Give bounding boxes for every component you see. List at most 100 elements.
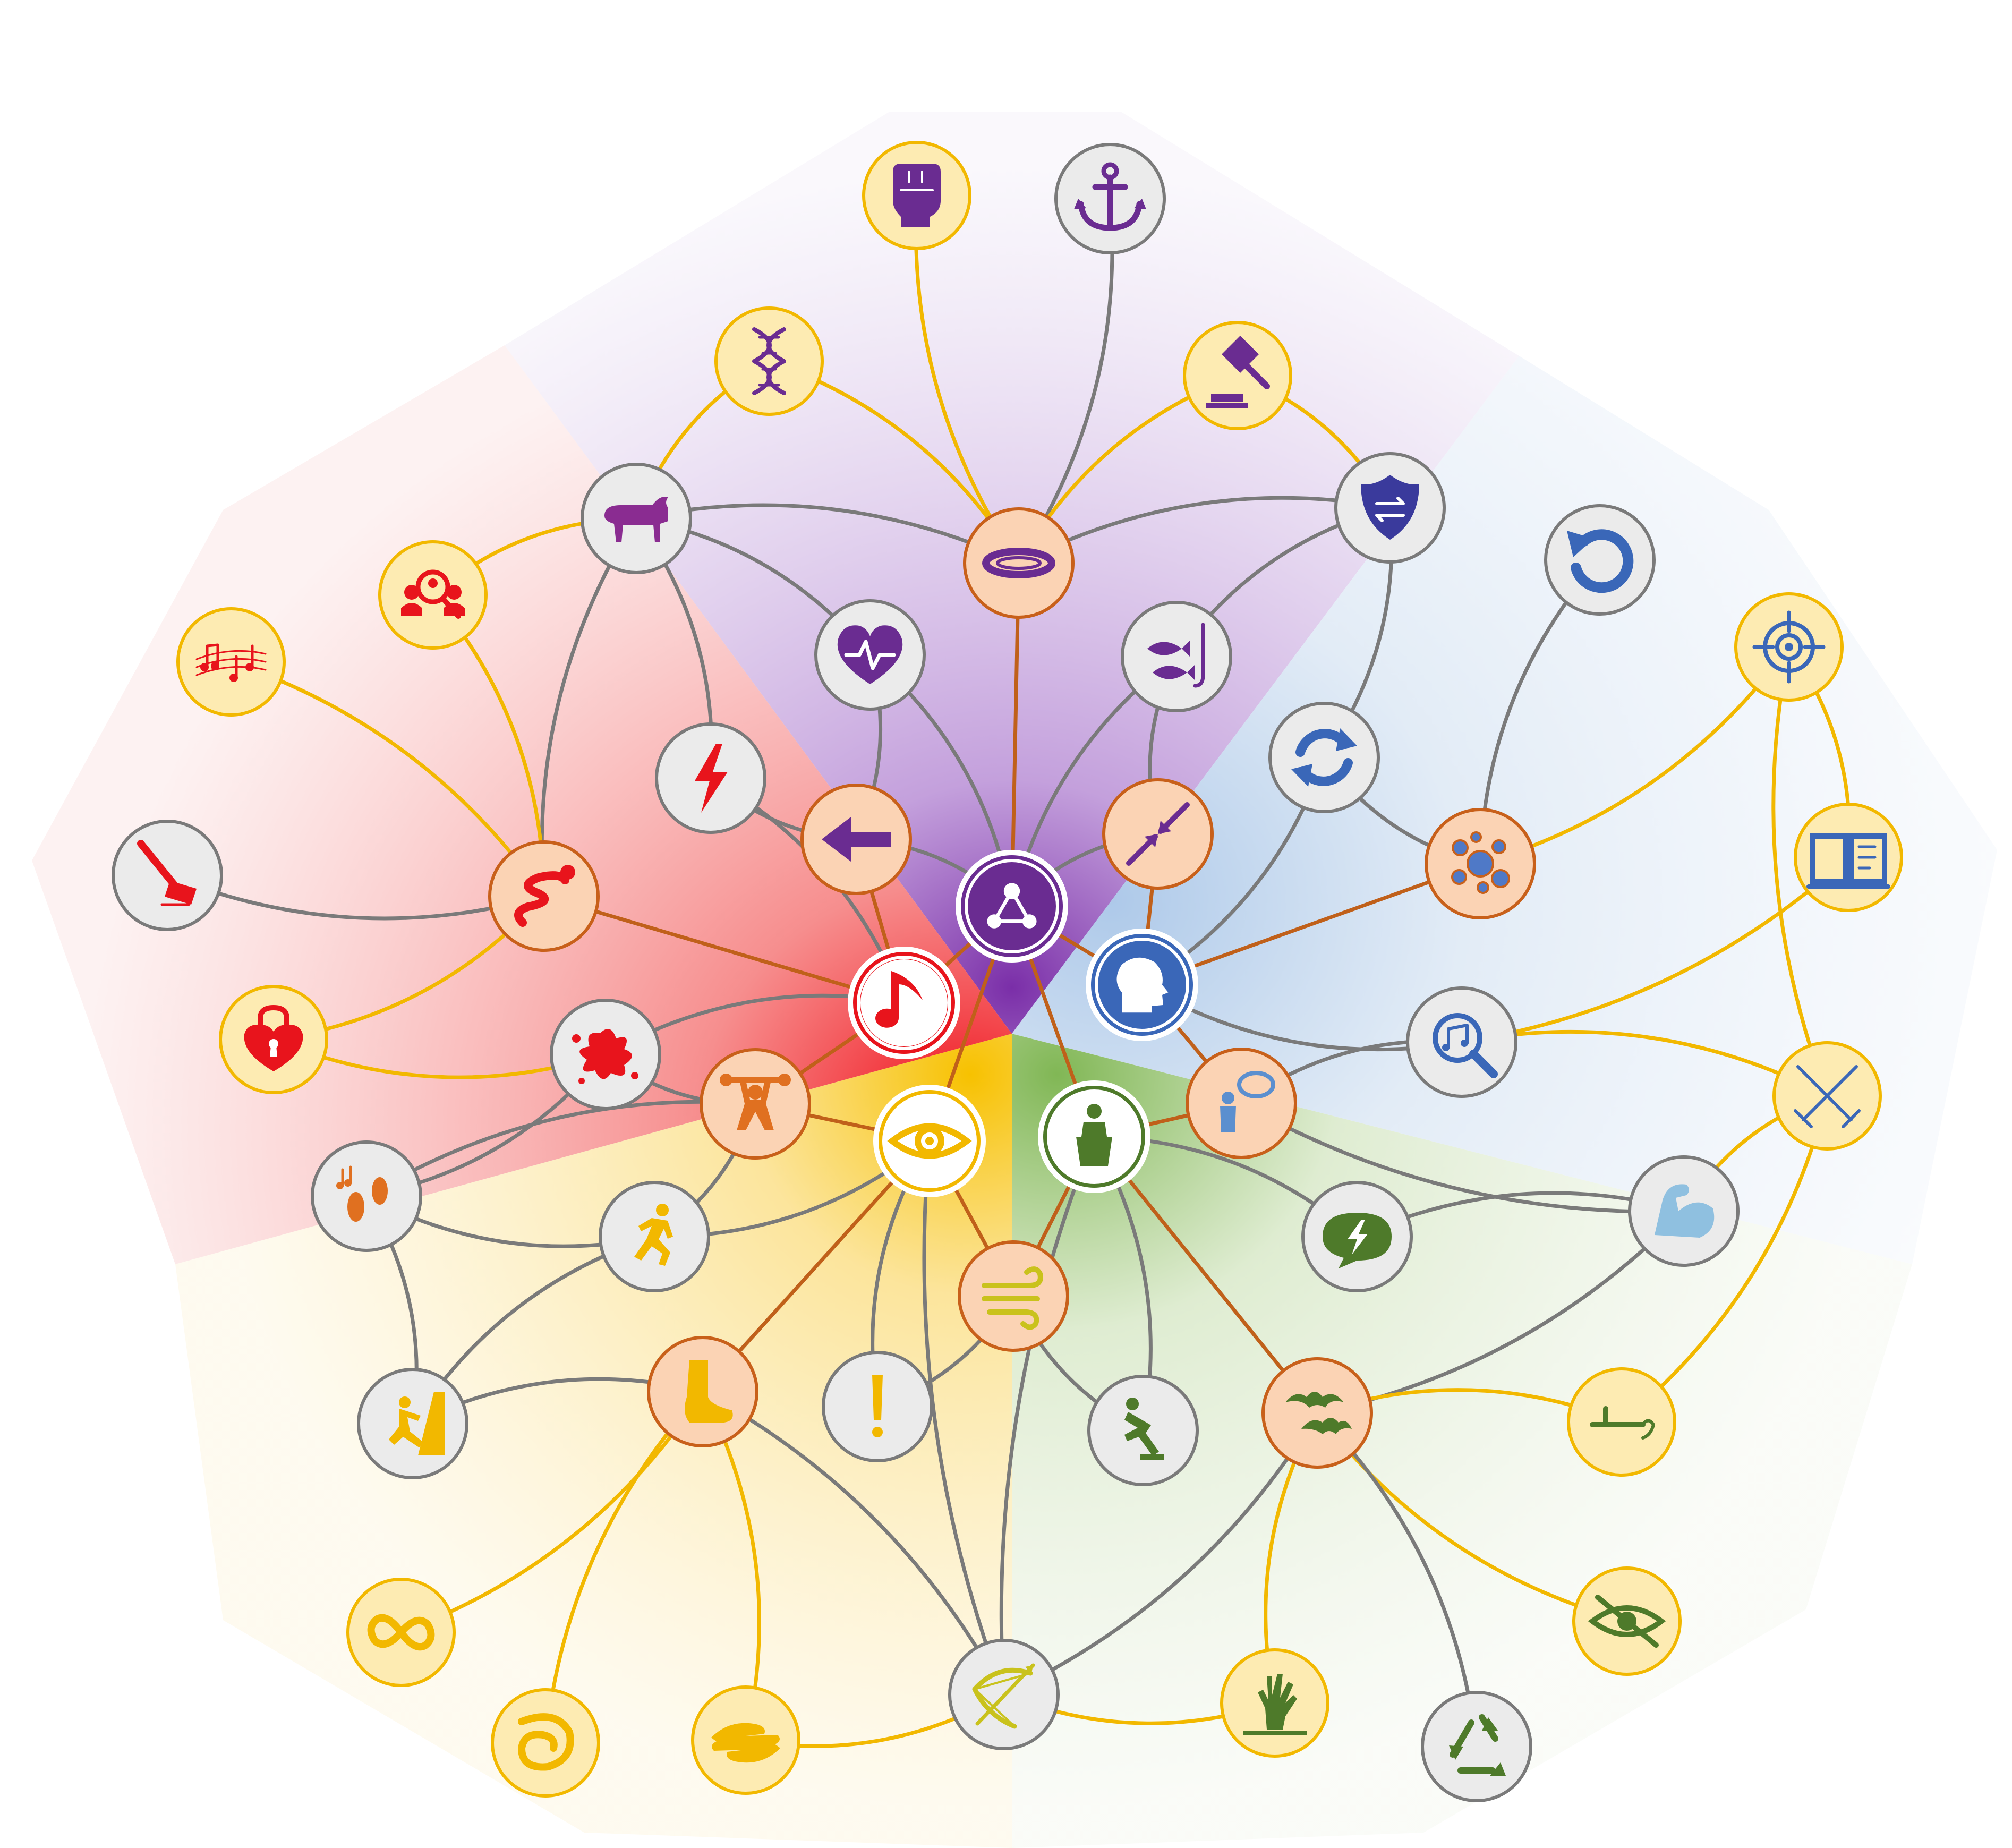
node-compress[interactable] xyxy=(1102,778,1214,890)
link-podium-core-bow xyxy=(999,1135,1096,1697)
recycle-icon xyxy=(1449,1714,1506,1776)
caring-hands-icon xyxy=(711,1723,780,1763)
node-snake[interactable] xyxy=(488,840,600,952)
node-splat[interactable] xyxy=(550,999,661,1110)
zombie-hand-icon xyxy=(1243,1674,1307,1735)
node-bats[interactable] xyxy=(1261,1357,1373,1469)
node-crowd-search[interactable] xyxy=(378,540,488,650)
node-anchor[interactable] xyxy=(1054,143,1166,254)
music-search-icon xyxy=(1433,1013,1498,1078)
node-foot[interactable] xyxy=(647,1336,758,1447)
halo-ring-icon xyxy=(982,548,1055,578)
link-halo-bull xyxy=(634,503,1021,565)
node-mind-core[interactable] xyxy=(1086,929,1198,1041)
speech-bolt-icon xyxy=(1323,1213,1392,1268)
node-slip[interactable] xyxy=(1087,1375,1199,1486)
node-hammer[interactable] xyxy=(112,820,223,931)
node-refresh-disc xyxy=(1268,702,1380,813)
node-bull[interactable] xyxy=(581,463,692,574)
node-recycle[interactable] xyxy=(1421,1691,1532,1802)
node-infinity[interactable] xyxy=(346,1578,456,1687)
node-swords[interactable] xyxy=(1772,1041,1882,1151)
node-dna[interactable] xyxy=(714,306,824,416)
node-halo[interactable] xyxy=(963,507,1075,619)
node-target[interactable] xyxy=(1734,592,1844,702)
heart-lock-icon xyxy=(244,1005,303,1071)
node-eye-core[interactable] xyxy=(873,1085,986,1197)
wind-icon xyxy=(982,1266,1043,1330)
node-heart-beat[interactable] xyxy=(814,599,926,711)
link-cells-target xyxy=(1478,645,1791,866)
refresh-icon xyxy=(1291,728,1357,787)
node-dance-steps[interactable] xyxy=(311,1140,422,1252)
sector-layer xyxy=(32,112,1997,1848)
node-podium-core[interactable] xyxy=(1038,1080,1150,1193)
node-exclaim[interactable] xyxy=(822,1351,933,1462)
lightning-icon xyxy=(695,744,728,813)
cells-icon xyxy=(1451,831,1510,894)
eye-icon xyxy=(887,1123,972,1159)
node-refresh[interactable] xyxy=(1268,702,1380,813)
node-book[interactable] xyxy=(1794,803,1903,912)
sector-blue xyxy=(1012,356,1997,1264)
node-speech-bolt[interactable] xyxy=(1301,1181,1413,1292)
node-flex-arm[interactable] xyxy=(1628,1155,1740,1267)
node-hands[interactable] xyxy=(691,1685,800,1795)
node-runner[interactable] xyxy=(599,1181,710,1292)
node-recycle-disc xyxy=(1421,1691,1532,1802)
node-lightning[interactable] xyxy=(655,722,766,834)
node-zombie[interactable] xyxy=(1220,1648,1329,1758)
node-arrow-left[interactable] xyxy=(800,784,912,895)
node-climber[interactable] xyxy=(357,1368,468,1479)
node-speaker-person[interactable] xyxy=(1186,1048,1297,1159)
node-center-disc xyxy=(961,855,1063,957)
node-fist[interactable] xyxy=(862,141,971,250)
climber-icon xyxy=(389,1392,445,1455)
arrow-left-icon xyxy=(822,817,891,862)
node-music-staff[interactable] xyxy=(176,607,286,717)
node-music-core[interactable] xyxy=(848,947,960,1059)
network-people-icon xyxy=(987,883,1037,929)
foot-icon xyxy=(685,1360,733,1423)
node-wind[interactable] xyxy=(958,1240,1069,1352)
node-climber-disc xyxy=(357,1368,468,1479)
node-swirl-disc xyxy=(491,1688,600,1798)
exclamation-icon xyxy=(872,1375,883,1437)
node-music-search[interactable] xyxy=(1406,986,1517,1098)
bow-arrow-icon xyxy=(972,1663,1035,1729)
crossed-swords-icon xyxy=(1794,1065,1861,1128)
node-eye-slash[interactable] xyxy=(1572,1566,1682,1676)
link-bats-bow xyxy=(1002,1411,1319,1697)
link-snake-hammer xyxy=(165,873,546,921)
link-weightlifter-dance-steps xyxy=(364,1100,757,1198)
node-undo[interactable] xyxy=(1544,504,1656,616)
snake-icon xyxy=(514,865,575,927)
node-shield[interactable] xyxy=(1334,452,1446,564)
node-dance-steps-disc xyxy=(311,1140,422,1252)
fist-icon xyxy=(893,164,941,227)
link-halo-shield xyxy=(1017,496,1392,565)
node-music-staff-disc xyxy=(176,607,286,717)
node-dna-disc xyxy=(714,306,824,416)
link-foot-bow xyxy=(701,1390,1006,1697)
node-trip-arrow[interactable] xyxy=(1567,1367,1676,1477)
node-layer xyxy=(112,141,1903,1802)
node-fish-hook-disc xyxy=(1121,601,1232,712)
link-speaker-person-flex-arm xyxy=(1239,1101,1686,1214)
node-fish-hook[interactable] xyxy=(1121,601,1232,712)
blood-splat-icon xyxy=(572,1029,638,1084)
fish-hook-icon xyxy=(1147,623,1205,688)
node-weightlifter[interactable] xyxy=(700,1048,811,1160)
link-halo-anchor xyxy=(1017,197,1114,565)
node-gavel[interactable] xyxy=(1183,321,1292,430)
person-speech-icon xyxy=(1220,1071,1275,1132)
node-undo-disc xyxy=(1544,504,1656,616)
node-cells[interactable] xyxy=(1425,808,1536,919)
node-bow[interactable] xyxy=(948,1639,1060,1750)
node-swirl[interactable] xyxy=(491,1688,600,1798)
podium-speaker-icon xyxy=(1076,1104,1112,1166)
node-lock-heart[interactable] xyxy=(219,985,328,1094)
gavel-icon xyxy=(1206,336,1270,408)
node-center[interactable] xyxy=(956,850,1068,963)
